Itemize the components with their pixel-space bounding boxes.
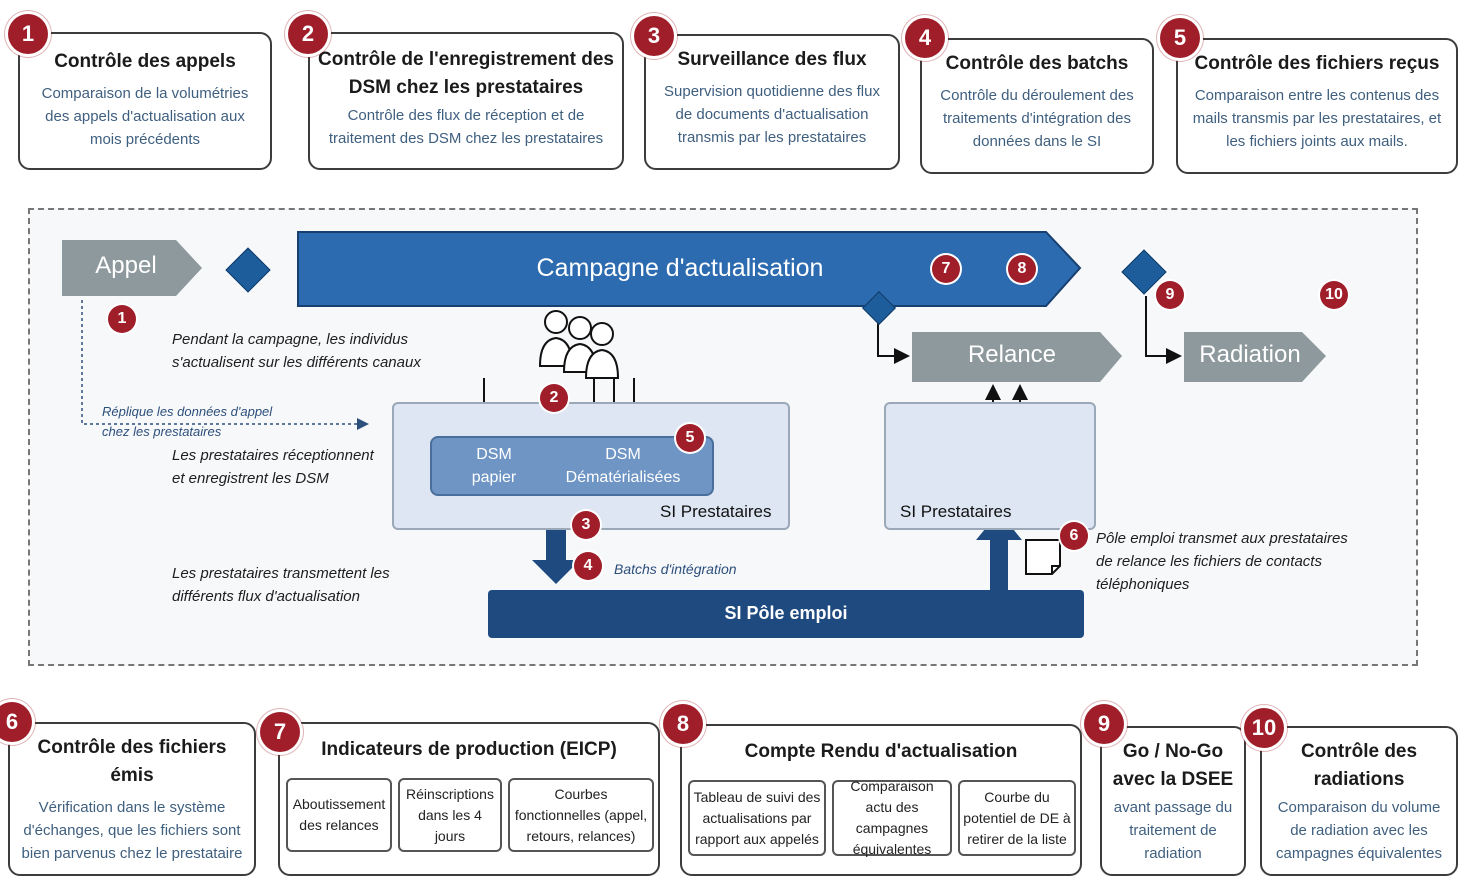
- step-badge-4: 4: [905, 18, 945, 58]
- control-title: Surveillance des flux: [677, 49, 867, 70]
- control-desc: Comparaison de la volumétries des appels…: [41, 85, 249, 148]
- flow-badge-3: 3: [572, 511, 600, 539]
- note-batchs: Batchs d'intégration: [614, 561, 737, 577]
- flow-badge-2: 2: [540, 384, 568, 412]
- flow-badge-4: 4: [574, 552, 602, 580]
- people-icon: [538, 310, 620, 379]
- flow-badge-10: 10: [1320, 281, 1348, 309]
- appel-label: Appel: [95, 252, 157, 279]
- transmit-up-arrow: [976, 512, 1022, 590]
- note-pole: Pôle emploi transmet aux prestataires de…: [1096, 530, 1348, 593]
- document-icon: [1025, 539, 1061, 575]
- control-box-6: Contrôle des fichiers émis Vérification …: [8, 722, 256, 876]
- step-badge-10: 10: [1244, 708, 1284, 748]
- campagne-label: Campagne d'actualisation: [536, 254, 824, 282]
- note-campagne: Pendant la campagne, les individus s'act…: [172, 331, 421, 371]
- control-title: Contrôle des appels: [54, 51, 236, 72]
- control-box-10: Contrôle des radiations Comparaison du v…: [1260, 726, 1458, 876]
- radiation-label: Radiation: [1199, 341, 1301, 368]
- step-badge-8: 8: [663, 704, 703, 744]
- control-desc: Vérification dans le système d'échanges,…: [21, 799, 243, 862]
- subbox-courbe-potentiel: Courbe du potentiel de DE à retirer de l…: [958, 780, 1076, 856]
- relance-chevron: [912, 332, 1122, 382]
- control-box-5: Contrôle des fichiers reçus Comparaison …: [1176, 38, 1458, 174]
- control-box-3: Surveillance des flux Supervision quotid…: [644, 34, 900, 170]
- subbox-aboutissement: Aboutissement des relances: [286, 778, 392, 852]
- note-transmettent: Les prestataires transmettent les différ…: [172, 565, 390, 605]
- transmit-down-arrow: [532, 510, 580, 584]
- control-title: Contrôle de l'enregistrement des DSM che…: [318, 49, 614, 98]
- control-title: Go / No-Go avec la DSEE: [1112, 741, 1234, 790]
- flow-badge-7: 7: [932, 255, 960, 283]
- step-badge-9: 9: [1084, 704, 1124, 744]
- control-title: Contrôle des radiations: [1300, 741, 1418, 790]
- dsm-demat-label: DSM Dématérialisées: [565, 446, 681, 486]
- flow-badge-8: 8: [1008, 255, 1036, 283]
- control-box-4: Contrôle des batchs Contrôle du déroulem…: [920, 38, 1154, 174]
- control-box-9: Go / No-Go avec la DSEE avant passage du…: [1100, 726, 1246, 876]
- control-desc: Supervision quotidienne des flux de docu…: [664, 83, 880, 146]
- si-prestataires-right-label: SI Prestataires: [900, 502, 1012, 521]
- step-badge-5: 5: [1160, 18, 1200, 58]
- flow-badge-1: 1: [108, 305, 136, 333]
- subbox-reinscriptions: Réinscriptions dans les 4 jours: [398, 778, 502, 852]
- relance-label: Relance: [967, 341, 1057, 368]
- control-desc: Comparaison du volume de radiation avec …: [1276, 799, 1442, 862]
- campagne-arrow: [297, 231, 1082, 307]
- step-badge-6: 6: [0, 702, 32, 742]
- subbox-comparaison-actu: Comparaison actu des campagnes équivalen…: [832, 778, 952, 857]
- dsm-box: [430, 436, 714, 496]
- control-desc: Contrôle des flux de réception et de tra…: [328, 107, 604, 147]
- control-title: Indicateurs de production (EICP): [321, 739, 617, 760]
- step-badge-1: 1: [8, 14, 48, 54]
- control-title: Compte Rendu d'actualisation: [744, 741, 1018, 762]
- control-desc: Contrôle du déroulement des traitements …: [940, 87, 1134, 150]
- flow-badge-9: 9: [1156, 281, 1184, 309]
- subbox-tableau-suivi: Tableau de suivi des actualisations par …: [688, 780, 826, 856]
- si-prestataires-right: [884, 402, 1096, 530]
- appel-chevron: [62, 240, 202, 296]
- step-badge-7: 7: [260, 712, 300, 752]
- control-desc: avant passage du traitement de radiation: [1113, 799, 1233, 862]
- step-badge-2: 2: [288, 14, 328, 54]
- control-box-1: Contrôle des appels Comparaison de la vo…: [18, 32, 272, 170]
- control-desc: Comparaison entre les contenus des mails…: [1192, 87, 1442, 150]
- step-badge-3: 3: [634, 16, 674, 56]
- subbox-courbes: Courbes fonctionnelles (appel, retours, …: [508, 778, 654, 852]
- control-title: Contrôle des batchs: [945, 53, 1129, 74]
- flow-badge-5: 5: [676, 424, 704, 452]
- control-box-2: Contrôle de l'enregistrement des DSM che…: [308, 32, 624, 170]
- control-title: Contrôle des fichiers émis: [37, 737, 227, 786]
- radiation-chevron: [1184, 332, 1326, 382]
- note-receptionnent: Les prestataires réceptionnent et enregi…: [172, 447, 374, 487]
- flow-badge-6: 6: [1060, 522, 1088, 550]
- note-replique: Réplique les données d'appel chez les pr…: [102, 404, 273, 439]
- si-prestataires-left-label: SI Prestataires: [660, 502, 772, 521]
- si-pole-emploi: [488, 590, 1084, 638]
- control-title: Contrôle des fichiers reçus: [1194, 53, 1440, 74]
- dsm-papier-label: DSM papier: [471, 446, 517, 486]
- si-pole-emploi-label: SI Pôle emploi: [724, 603, 848, 623]
